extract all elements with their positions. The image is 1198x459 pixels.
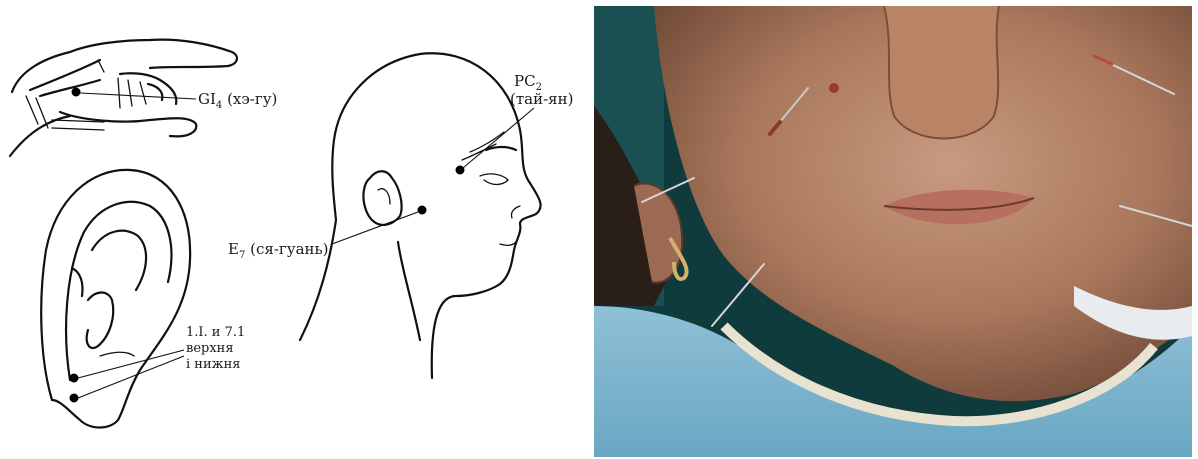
acupuncture-photo: [594, 6, 1192, 457]
ear-upper-point-marker: [70, 374, 79, 383]
pc2-label-name: (тай-ян): [510, 90, 573, 108]
diagram-canvas: GI4 (хэ-гу) 1.I. и 7.1 верхня і нижня: [0, 0, 590, 459]
gi4-point-marker: [72, 88, 81, 97]
gi4-label: GI4 (хэ-гу): [198, 90, 277, 111]
ear-label-line1: 1.I. и 7.1: [186, 325, 245, 340]
e7-leader-line: [332, 212, 418, 244]
ear-label-line3: і нижня: [186, 357, 240, 372]
head-profile-drawing: [300, 53, 541, 378]
ear-drawing: [41, 170, 190, 428]
ear-lower-leader-line: [78, 356, 184, 398]
gi4-leader-line: [80, 93, 196, 99]
e7-point-marker: [418, 206, 427, 215]
ear-label-line2: верхня: [186, 341, 234, 356]
pc2-point-marker: [456, 166, 465, 175]
e7-label: E7 (ся-гуань): [228, 240, 329, 261]
ear-lower-point-marker: [70, 394, 79, 403]
acupuncture-diagram: GI4 (хэ-гу) 1.I. и 7.1 верхня і нижня: [0, 0, 590, 459]
photo-canvas: [594, 6, 1192, 457]
